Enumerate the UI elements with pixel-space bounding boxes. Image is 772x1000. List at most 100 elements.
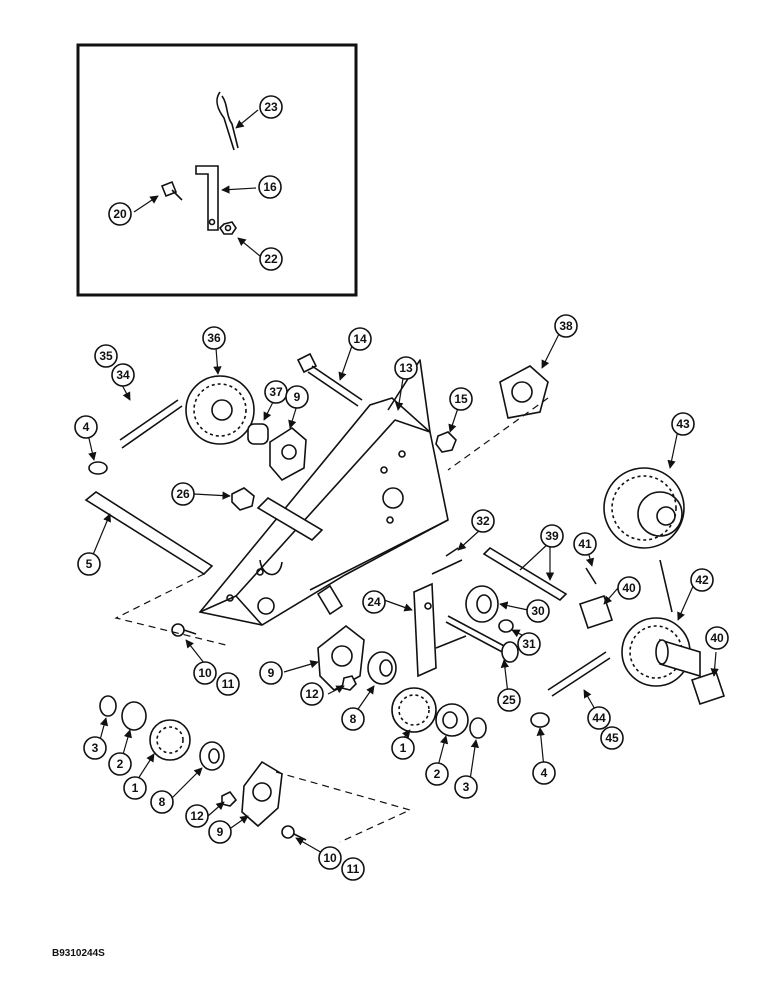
callout-38: 38 bbox=[554, 314, 578, 338]
callout-31: 31 bbox=[517, 632, 541, 656]
callout-number: 24 bbox=[367, 595, 381, 609]
main-frame bbox=[198, 359, 449, 626]
callout-circle bbox=[150, 790, 174, 814]
idler-shaft bbox=[482, 546, 568, 602]
cross-tube bbox=[256, 496, 324, 542]
retaining-ring-lower bbox=[530, 712, 550, 728]
callout-11: 11 bbox=[341, 857, 365, 881]
inset-bolt bbox=[160, 180, 183, 201]
callout-13: 13 bbox=[394, 356, 418, 380]
callout-5: 5 bbox=[77, 552, 101, 576]
chain-lower bbox=[547, 651, 611, 697]
bushing-2-middle bbox=[435, 703, 469, 737]
nut-15 bbox=[435, 431, 457, 453]
callout-32: 32 bbox=[471, 509, 495, 533]
bushing-40-b bbox=[690, 670, 726, 706]
callout-circle bbox=[341, 857, 365, 881]
callout-number: 45 bbox=[605, 731, 619, 745]
callout-number: 42 bbox=[695, 573, 709, 587]
callout-circle bbox=[285, 385, 309, 409]
callout-43: 43 bbox=[671, 412, 695, 436]
collar-middle bbox=[367, 651, 397, 685]
callout-number: 1 bbox=[132, 781, 139, 795]
long-bolt bbox=[296, 352, 363, 407]
callout-circle bbox=[348, 327, 372, 351]
bushing bbox=[247, 423, 269, 445]
callout-number: 14 bbox=[353, 332, 367, 346]
callout-number: 10 bbox=[323, 851, 337, 865]
carriage-bolt bbox=[445, 615, 519, 663]
callout-number: 12 bbox=[305, 687, 319, 701]
callout-number: 11 bbox=[222, 677, 235, 691]
callout-number: 9 bbox=[268, 666, 275, 680]
callout-15: 15 bbox=[449, 387, 473, 411]
bolt-10-lower bbox=[281, 825, 307, 841]
bushing-2-left bbox=[121, 701, 147, 731]
callout-11: 11 bbox=[216, 672, 240, 696]
callout-number: 40 bbox=[710, 631, 724, 645]
callout-23: 23 bbox=[259, 95, 283, 119]
callout-44: 44 bbox=[587, 706, 611, 730]
callout-35: 35 bbox=[94, 344, 118, 368]
callout-number: 20 bbox=[113, 207, 127, 221]
callout-circle bbox=[526, 599, 550, 623]
callout-39: 39 bbox=[540, 524, 564, 548]
callout-number: 4 bbox=[83, 420, 90, 434]
callout-number: 25 bbox=[502, 693, 516, 707]
assembly-arrow bbox=[659, 559, 673, 613]
washer-3-left bbox=[99, 695, 117, 717]
dashed-line-38 bbox=[447, 397, 549, 471]
callout-number: 22 bbox=[264, 252, 278, 266]
nut-12-lower bbox=[221, 790, 238, 807]
callout-number: 38 bbox=[559, 319, 573, 333]
callout-number: 35 bbox=[99, 349, 113, 363]
bearing-flange-middle bbox=[317, 624, 365, 691]
callout-9: 9 bbox=[285, 385, 309, 409]
callout-circle bbox=[259, 247, 283, 271]
callout-circle bbox=[77, 552, 101, 576]
bearing-flange-upper bbox=[269, 427, 307, 482]
callout-2: 2 bbox=[425, 762, 449, 786]
callout-circle bbox=[362, 590, 386, 614]
dashed-line-lower bbox=[275, 771, 412, 843]
callout-8: 8 bbox=[341, 707, 365, 731]
callout-40: 40 bbox=[617, 576, 641, 600]
idler-spool bbox=[465, 585, 499, 623]
hairpin-clip bbox=[216, 91, 239, 151]
callout-number: 3 bbox=[92, 741, 99, 755]
chain-upper bbox=[119, 399, 183, 449]
callout-number: 44 bbox=[592, 711, 606, 725]
retaining-ring-upper bbox=[88, 461, 108, 475]
callout-circle bbox=[617, 576, 641, 600]
callout-number: 36 bbox=[207, 331, 221, 345]
collar-left bbox=[199, 741, 225, 771]
callout-circle bbox=[258, 175, 282, 199]
shaft bbox=[84, 491, 214, 576]
callout-22: 22 bbox=[259, 247, 283, 271]
callout-circle bbox=[394, 356, 418, 380]
callout-4: 4 bbox=[74, 415, 98, 439]
drawing-code: B9310244S bbox=[52, 948, 105, 959]
callout-3: 3 bbox=[83, 736, 107, 760]
callout-circle bbox=[193, 661, 217, 685]
callout-number: 39 bbox=[545, 529, 559, 543]
callout-24: 24 bbox=[362, 590, 386, 614]
callout-circle bbox=[705, 626, 729, 650]
pin-41 bbox=[585, 567, 597, 585]
callout-circle bbox=[540, 524, 564, 548]
callout-circle bbox=[391, 736, 415, 760]
callout-12: 12 bbox=[300, 682, 324, 706]
callout-circle bbox=[573, 532, 597, 556]
callout-1: 1 bbox=[123, 776, 147, 800]
callout-30: 30 bbox=[526, 599, 550, 623]
bearing-38 bbox=[499, 365, 549, 419]
callout-circle bbox=[600, 726, 624, 750]
washer-31 bbox=[498, 619, 514, 633]
washer-3-middle bbox=[469, 717, 487, 739]
callout-number: 30 bbox=[531, 604, 545, 618]
callout-number: 2 bbox=[117, 757, 124, 771]
mounting-plate bbox=[413, 559, 467, 678]
callout-circle bbox=[318, 846, 342, 870]
callout-circle bbox=[259, 95, 283, 119]
callout-42: 42 bbox=[690, 568, 714, 592]
